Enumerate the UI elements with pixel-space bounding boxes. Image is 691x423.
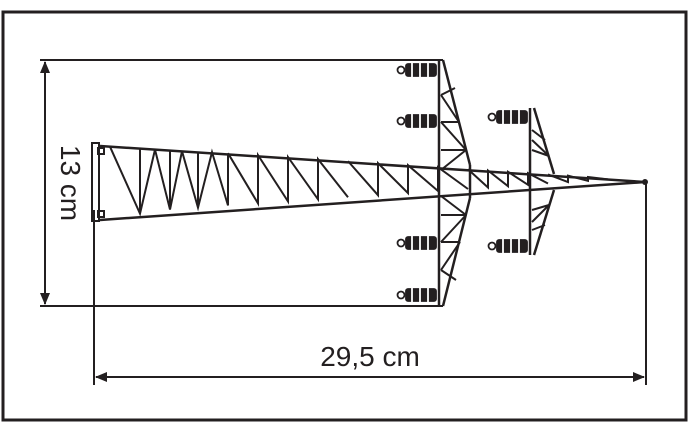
upper-crossarm bbox=[528, 107, 556, 256]
insulator-6 bbox=[487, 239, 528, 253]
insulator-1 bbox=[396, 63, 437, 77]
figure-frame bbox=[1, 10, 688, 422]
tower-base bbox=[91, 142, 105, 222]
length-label: 29,5 cm bbox=[320, 341, 420, 372]
mast-lattice bbox=[109, 146, 609, 217]
insulator-3 bbox=[396, 236, 437, 250]
lower-crossarm-bracing bbox=[440, 87, 467, 281]
upper-crossarm-bracing bbox=[531, 129, 550, 231]
insulator-5 bbox=[487, 110, 528, 124]
insulators bbox=[396, 63, 528, 302]
insulator-4 bbox=[396, 288, 437, 302]
lower-crossarm bbox=[437, 59, 472, 307]
tower-tip bbox=[642, 179, 648, 185]
height-label: 13 cm bbox=[55, 145, 86, 221]
insulator-2 bbox=[396, 114, 437, 128]
